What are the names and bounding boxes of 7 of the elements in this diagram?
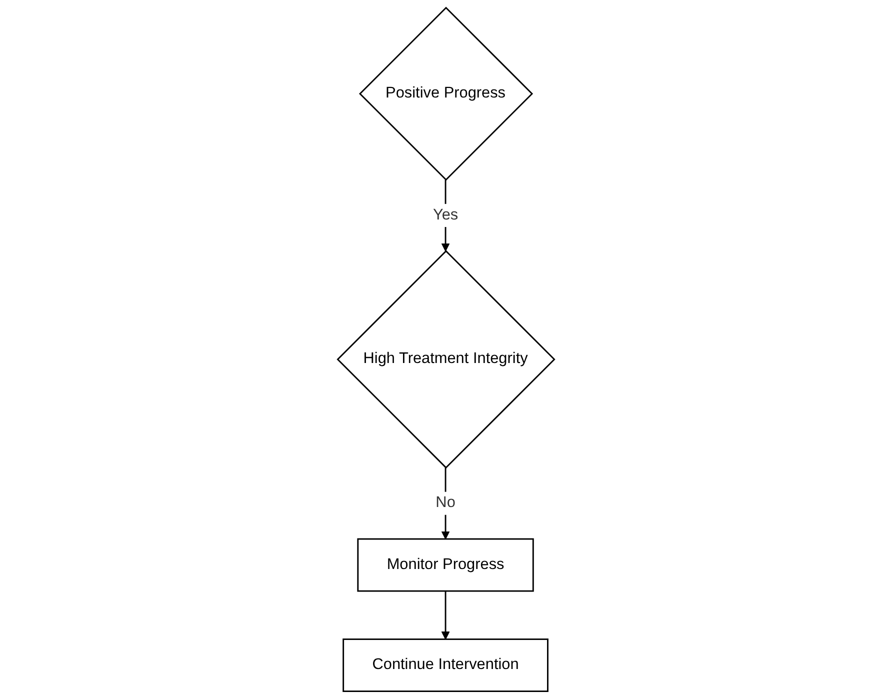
edge-label: Yes	[432, 206, 458, 224]
arrow	[441, 591, 450, 640]
node-box: Continue Intervention	[342, 638, 548, 692]
node-diamond: High Treatment Integrity	[336, 250, 556, 469]
edge-label: No	[436, 494, 456, 512]
node-diamond: Positive Progress	[358, 6, 534, 181]
node-box: Monitor Progress	[357, 538, 534, 592]
